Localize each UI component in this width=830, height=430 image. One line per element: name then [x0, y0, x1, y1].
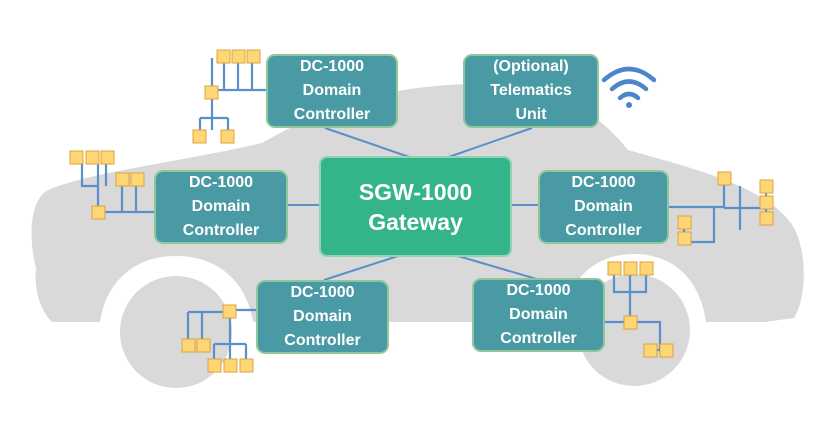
domain-controller-top: DC-1000 Domain Controller: [266, 54, 398, 128]
controller-model: DC-1000: [299, 58, 365, 75]
telematics-unit: (Optional) Telematics Unit: [463, 54, 599, 128]
rear-wheel: [578, 274, 690, 386]
telematics-line-1: (Optional): [493, 58, 569, 75]
gateway-label: Gateway: [368, 208, 463, 235]
front-wheel: [120, 276, 232, 388]
controller-line-2: Domain: [509, 306, 568, 323]
telematics-line-3: Unit: [515, 106, 547, 123]
controller-line-3: Controller: [565, 222, 642, 239]
domain-controller-left: DC-1000 Domain Controller: [154, 170, 288, 244]
controller-line-3: Controller: [500, 330, 577, 347]
ecu-nodes: [69, 49, 774, 373]
controller-model: DC-1000: [506, 282, 571, 299]
telematics-line-2: Telematics: [490, 82, 572, 99]
controller-line-2: Domain: [302, 82, 362, 99]
domain-controller-right: DC-1000 Domain Controller: [538, 170, 669, 244]
controller-model: DC-1000: [188, 174, 254, 191]
gateway-links: [288, 127, 541, 281]
controller-model: DC-1000: [290, 284, 355, 301]
domain-controller-bottom-left: DC-1000 Domain Controller: [256, 280, 389, 354]
controller-model: DC-1000: [571, 174, 636, 191]
domain-controller-bottom-right: DC-1000 Domain Controller: [472, 278, 605, 352]
controller-line-2: Domain: [293, 308, 352, 325]
controller-line-2: Domain: [191, 198, 251, 215]
controller-line-3: Controller: [293, 106, 371, 123]
gateway-model: SGW-1000: [358, 178, 473, 205]
controller-line-3: Controller: [284, 332, 361, 349]
controller-line-3: Controller: [182, 222, 260, 239]
wifi-icon: [601, 66, 657, 108]
sgw-gateway: SGW-1000 Gateway: [319, 156, 512, 257]
controller-line-2: Domain: [574, 198, 633, 215]
